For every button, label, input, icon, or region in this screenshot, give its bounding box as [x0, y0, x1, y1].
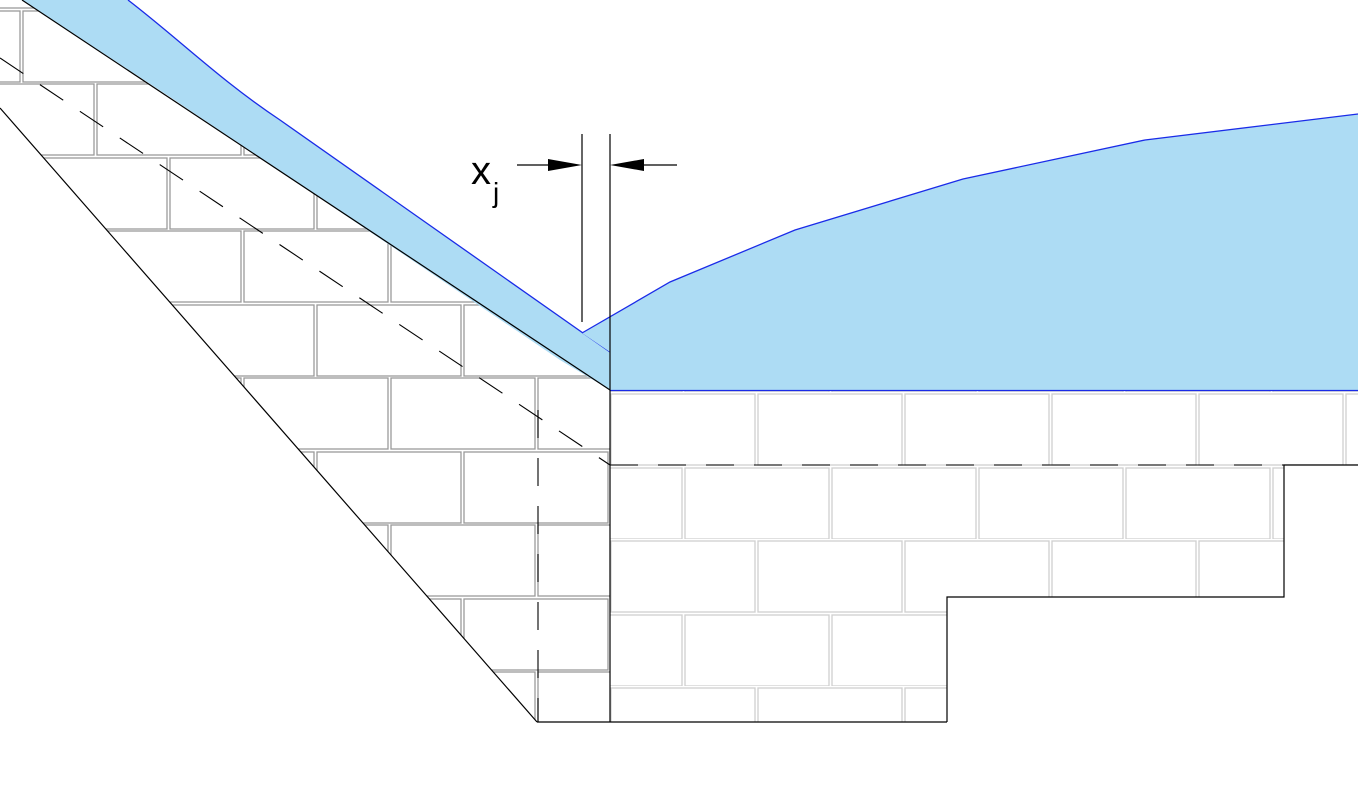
spillway-crest-line — [21, 0, 611, 391]
basin-water-surface — [581, 113, 1358, 334]
spillway-masonry — [0, 0, 610, 722]
stilling-basin-masonry — [610, 390, 1358, 722]
structure-outline — [0, 0, 1358, 723]
spillway-water-surface — [127, 0, 611, 353]
hidden-lines — [0, 57, 1358, 722]
dimension-label-subscript: j — [492, 177, 499, 208]
arrow-left-pointing — [610, 159, 644, 171]
arrow-right-pointing — [548, 159, 582, 171]
dashed-diagonal-line — [0, 57, 611, 466]
dimension-arrows — [517, 159, 677, 171]
spillway-back-face — [0, 107, 538, 723]
basin-water — [582, 114, 1358, 390]
dimension-label: xj — [471, 149, 499, 208]
dimension-label-main: x — [471, 149, 491, 193]
